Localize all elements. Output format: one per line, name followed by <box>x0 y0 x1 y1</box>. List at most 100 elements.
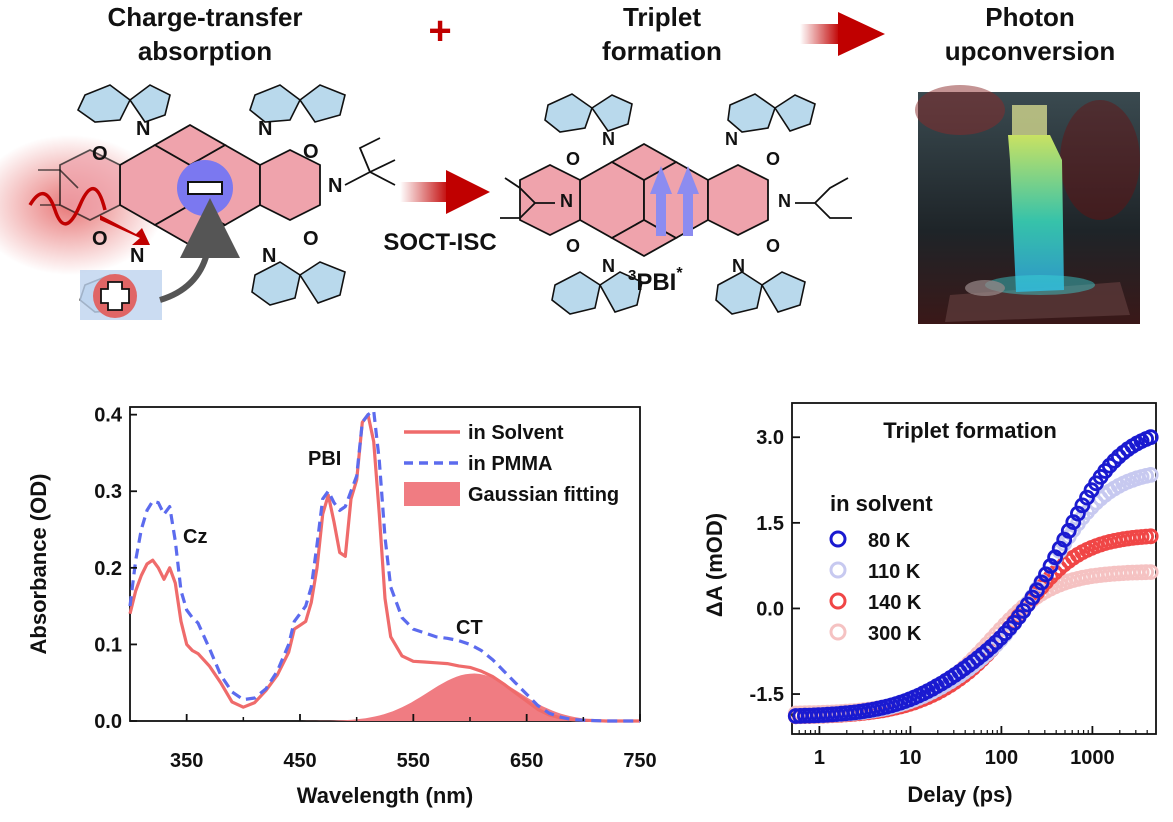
o-atom-4: O <box>92 228 108 250</box>
kinetics-y-ticks: -1.50.01.53.0 <box>750 427 800 706</box>
header-photon: Photon <box>985 2 1075 32</box>
absorbance-legend: in Solvent in PMMA Gaussian fitting <box>404 422 619 506</box>
legend-marker-110k <box>829 561 847 579</box>
absorbance-x-ticks: 350 450 550 650 750 <box>170 714 657 772</box>
legend-swatch-gaussian <box>404 482 460 506</box>
alkyl-chain-left <box>38 169 79 206</box>
t-o-atom-2: O <box>766 149 780 169</box>
legend-label-gaussian: Gaussian fitting <box>468 484 619 506</box>
legend-marker-300k <box>829 623 847 641</box>
series-line-pmma <box>128 409 640 723</box>
o-atom-2: O <box>303 141 319 163</box>
header-absorption: absorption <box>138 36 272 66</box>
annotation-ct: CT <box>456 617 483 639</box>
legend-marker-140k <box>829 592 847 610</box>
data-point-80k <box>1033 574 1050 591</box>
x-tick-label: 1000 <box>1070 747 1115 769</box>
t-n-atom-1: N <box>602 129 615 149</box>
t-o-atom-3: O <box>566 236 580 256</box>
data-point-80k <box>1042 558 1059 574</box>
t-n-atom-2: N <box>725 129 738 149</box>
header-triplet: Triplet <box>623 2 701 32</box>
data-point-80k <box>1051 540 1068 557</box>
triplet-core <box>519 142 769 258</box>
legend-marker-80k <box>829 530 847 548</box>
header-charge-transfer: Charge-transfer <box>107 2 302 32</box>
triplet-alkyl-chains <box>500 177 852 219</box>
data-point-80k <box>1029 582 1045 599</box>
x-tick-label: 750 <box>623 750 656 772</box>
spin-arrows <box>650 166 699 236</box>
legend-label-solvent: in Solvent <box>468 422 564 444</box>
n-atom-bottom-right: N <box>262 245 276 267</box>
socit-arrow <box>400 170 490 214</box>
annotation-cz: Cz <box>183 526 207 548</box>
annotation-pbi: PBI <box>308 448 341 470</box>
data-point-80k <box>1074 497 1091 514</box>
y-tick-label: 3.0 <box>756 427 784 449</box>
data-point-80k <box>1070 505 1086 522</box>
upconversion-photo <box>915 85 1140 324</box>
absorbance-y-axis-label: Absorbance (OD) <box>26 474 51 655</box>
legend-label-80k: 80 K <box>868 530 911 552</box>
data-point-80k <box>1065 514 1082 530</box>
y-tick-label: 0.0 <box>756 598 784 620</box>
kinetics-title: Triplet formation <box>883 418 1057 443</box>
photon-wave <box>28 187 107 226</box>
gaussian-fit-area <box>288 673 640 721</box>
vial-liquid <box>1008 135 1064 292</box>
x-tick-label: 650 <box>510 750 543 772</box>
y-tick-label: -1.5 <box>750 684 784 706</box>
legend-label-110k: 110 K <box>868 561 921 583</box>
x-tick-label: 100 <box>985 747 1018 769</box>
molecule-charge-transfer: N N N N N O O O O <box>0 84 396 320</box>
data-point-300k <box>1142 564 1159 580</box>
data-point-80k <box>1142 429 1159 446</box>
n-atom-top-left: N <box>136 118 150 140</box>
data-point-80k <box>1106 452 1123 469</box>
n-atom-right: N <box>328 175 342 197</box>
triplet-carbazoles <box>544 93 816 315</box>
absorbance-y-ticks: 0.00.10.20.30.4 <box>94 405 137 733</box>
n-atom-top-right: N <box>258 118 272 140</box>
header-arrow <box>800 12 885 56</box>
legend-label-300k: 300 K <box>868 623 922 645</box>
header-formation: formation <box>602 36 722 66</box>
n-atom-bottom-left: N <box>130 245 144 267</box>
plus-sign: + <box>428 9 451 53</box>
t-o-atom-1: O <box>566 149 580 169</box>
o-atom-1: O <box>92 143 108 165</box>
kinetics-x-axis-label: Delay (ps) <box>907 782 1012 807</box>
legend-label-140k: 140 K <box>868 592 922 614</box>
absorbance-x-axis-label: Wavelength (nm) <box>297 783 473 808</box>
absorbance-chart: 350 450 550 650 750 0.00.10.20.30.4 Waveleng… <box>26 405 657 808</box>
absorbance-series-lines <box>128 409 640 723</box>
data-point-80k <box>988 634 1004 651</box>
x-tick-label: 350 <box>170 750 203 772</box>
triplet-pbi-label: 3PBI* <box>628 265 683 296</box>
t-n-atom-5: N <box>602 256 615 276</box>
excitation-arrow <box>100 215 150 245</box>
soct-isc-label: SOCT-ISC <box>383 229 496 256</box>
minus-icon <box>187 181 223 195</box>
x-tick-label: 550 <box>397 750 430 772</box>
plus-icon <box>100 281 130 311</box>
absorbance-plot-frame <box>129 406 641 722</box>
data-point-80k <box>1060 522 1077 539</box>
t-n-atom-3: N <box>560 191 573 211</box>
t-o-atom-4: O <box>766 236 780 256</box>
y-tick-label: 0.3 <box>94 481 122 503</box>
header-upconversion: upconversion <box>945 36 1115 66</box>
y-tick-label: 0.1 <box>94 634 122 656</box>
x-tick-label: 450 <box>283 750 316 772</box>
data-point-110k <box>1142 466 1159 483</box>
alkyl-chain-right <box>344 137 396 186</box>
series-line-solvent <box>128 413 640 723</box>
charge-transfer-arrow <box>159 198 240 303</box>
vial-cap <box>1012 105 1047 135</box>
data-point-80k <box>1038 566 1054 583</box>
